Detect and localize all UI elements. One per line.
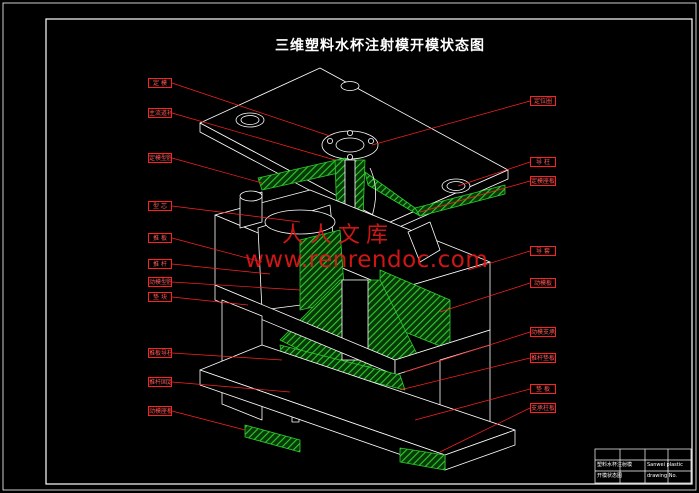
- bottom-section-left: [244, 424, 301, 453]
- label-fixed-mold: 定 模: [148, 78, 172, 88]
- watermark-cn: 人人文库: [282, 223, 395, 248]
- label-ejector-retainer: 推杆固定板: [148, 377, 172, 387]
- label-moving-plate: 动模板: [530, 278, 556, 288]
- title-block-note2: drawing No.: [647, 473, 678, 479]
- label-spacer-block: 垫 块: [148, 292, 172, 302]
- mold-assembly: [199, 67, 516, 471]
- bottom-section-right: [399, 447, 446, 471]
- drawing-title: 三维塑料水杯注射模开模状态图: [275, 38, 485, 54]
- label-backing-plate: 垫 板: [530, 384, 556, 394]
- ring-screw-3: [346, 129, 353, 136]
- label-support-pillar: 支承柱板: [530, 403, 556, 413]
- leader-lines: [171, 82, 531, 453]
- label-moving-clamp-plate: 动模座板: [148, 406, 172, 416]
- label-ejector-base: 推杆垫板: [530, 353, 556, 363]
- ring-screw-2: [367, 137, 374, 144]
- guide-bush-hole-right-inner: [446, 181, 466, 191]
- label-sprue-bushing: 主流道衬套: [148, 108, 172, 118]
- label-fixed-cavity-plate: 定模型腔板: [148, 153, 172, 163]
- label-support-plate: 动模支承板: [530, 327, 556, 337]
- label-fixed-clamp-plate: 定模座板: [530, 176, 556, 186]
- title-block-note1: Sanwei plastic: [647, 462, 683, 468]
- inner-border: [45, 18, 693, 485]
- title-block-line1: 塑料水杯注射模: [597, 462, 633, 468]
- label-locating-ring: 定位圈: [530, 96, 556, 106]
- label-moving-cavity-plate: 动模型腔板: [148, 277, 172, 287]
- top-hole-back: [340, 81, 360, 91]
- label-core: 型 芯: [148, 201, 172, 211]
- title-block-line2: 开模状态图: [597, 473, 623, 479]
- label-stripper-plate: 推 板: [148, 233, 172, 243]
- label-guide-pin: 导 柱: [530, 157, 556, 167]
- label-guide-bush: 导 套: [530, 246, 556, 256]
- guide-pin-left-top: [239, 190, 263, 202]
- label-push-plate-guide: 推板导柱: [148, 348, 172, 358]
- label-ejector-pin: 推 杆: [148, 259, 172, 269]
- ring-screw-1: [326, 137, 333, 144]
- watermark-url: www.renrendoc.com: [245, 247, 489, 273]
- guide-bush-hole-left-inner: [240, 115, 260, 125]
- ring-screw-4: [346, 153, 353, 160]
- locating-ring-inner: [335, 137, 365, 153]
- stripper-plate: [407, 221, 441, 263]
- title-block: [594, 448, 692, 484]
